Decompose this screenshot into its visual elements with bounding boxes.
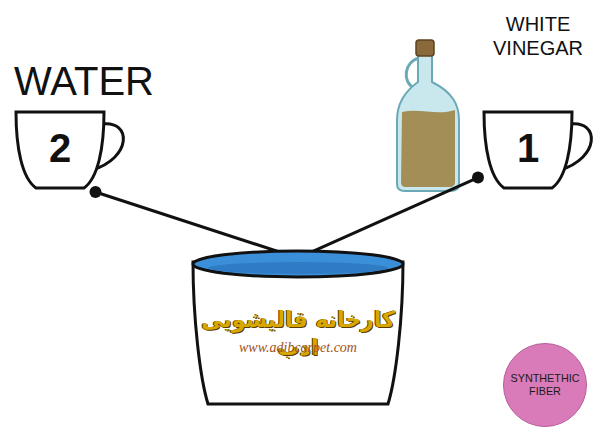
cup-number: 1 <box>498 126 558 170</box>
water-surface <box>193 251 403 277</box>
vinegar-bottle <box>397 40 459 191</box>
cup-label: WHITE VINEGAR <box>478 12 598 60</box>
website-url: www.adibcarpet.com <box>190 340 406 356</box>
cup-number: 2 <box>30 126 90 170</box>
mug-body <box>16 112 104 188</box>
bowl-body <box>193 262 403 404</box>
bowl-outline <box>190 258 406 410</box>
connector-dot <box>472 172 484 184</box>
bottle-liquid <box>401 110 455 187</box>
bottle-glass <box>397 55 459 191</box>
connector-line <box>96 192 299 258</box>
fiber-circle: SYNTHETHIC FIBER <box>503 343 587 427</box>
water-shade <box>208 262 388 274</box>
bottle-cork <box>416 40 434 56</box>
mug-body <box>484 112 572 188</box>
fiber-label: SYNTHETHIC FIBER <box>507 372 583 398</box>
cup-node: WATER 2 <box>10 58 160 192</box>
mixing-bowl: کارخانه قالیشویی ادبwww.adibcarpet.com <box>190 258 406 410</box>
cup-node: WHITE VINEGAR 1 <box>478 12 598 192</box>
connector-dot <box>90 186 102 198</box>
connector-line <box>298 178 478 258</box>
cup-label: WATER <box>14 58 154 104</box>
